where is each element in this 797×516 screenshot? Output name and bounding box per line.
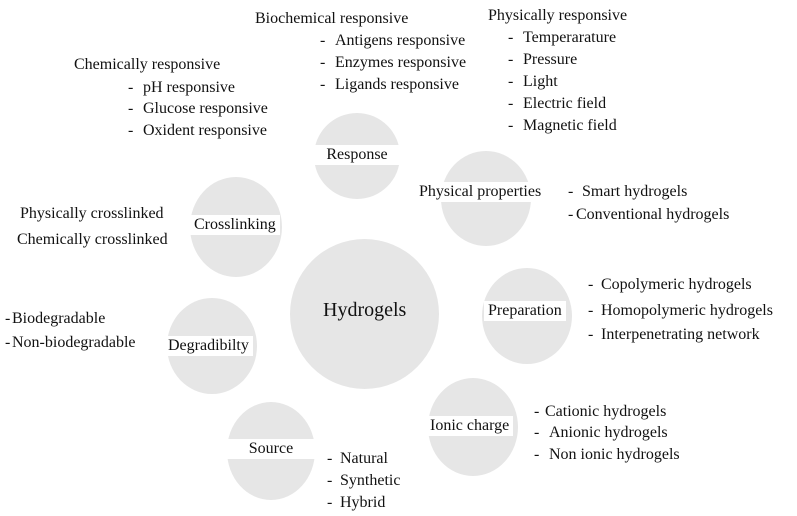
list-item-dash: -: [534, 403, 540, 420]
list-item: Natural: [340, 450, 388, 467]
list-item-dash: -: [128, 79, 134, 96]
list-item: pH responsive: [143, 79, 235, 96]
list-item-dash: -: [568, 183, 574, 200]
list-item-dash: -: [588, 276, 594, 293]
list-item: Glucose responsive: [143, 100, 268, 117]
list-item: Conventional hydrogels: [576, 206, 730, 223]
list-item: Homopolymeric hydrogels: [601, 302, 773, 319]
list-item-dash: -: [320, 76, 326, 93]
list-item: Non ionic hydrogels: [549, 446, 680, 463]
hydrogels-circle: [290, 239, 439, 389]
physically-responsive-title: Physically responsive: [488, 7, 628, 24]
list-item-dash: -: [588, 326, 594, 343]
list-item: Cationic hydrogels: [545, 403, 667, 420]
list-item: Synthetic: [340, 472, 401, 489]
response-label: Response: [314, 145, 400, 165]
list-item-dash: -: [508, 95, 514, 112]
list-item-dash: -: [508, 51, 514, 68]
list-item: Magnetic field: [523, 117, 617, 134]
list-item: Enzymes responsive: [335, 54, 467, 71]
degradability-label: Degradibilty: [164, 336, 253, 356]
list-item: Biodegradable: [12, 310, 106, 327]
list-item-dash: -: [508, 73, 514, 90]
crosslinking-label: Crosslinking: [190, 215, 280, 235]
list-item-dash: -: [327, 494, 333, 511]
list-item: Physically crosslinked: [20, 205, 164, 222]
preparation-label: Preparation: [484, 301, 566, 321]
list-item-dash: -: [5, 334, 11, 351]
list-item: Electric field: [523, 95, 607, 112]
list-item-dash: -: [5, 310, 11, 327]
list-item: Ligands responsive: [335, 76, 459, 93]
list-item-dash: -: [327, 472, 333, 489]
list-item: Hybrid: [340, 494, 386, 511]
list-item-dash: -: [568, 206, 574, 223]
list-item: Antigens responsive: [335, 32, 466, 49]
list-item: Interpenetrating network: [601, 326, 760, 343]
list-item: Light: [523, 73, 558, 90]
list-item: Non-biodegradable: [12, 334, 136, 351]
list-item: Copolymeric hydrogels: [601, 276, 752, 293]
list-item-dash: -: [508, 117, 514, 134]
hydrogels-label: Hydrogels: [323, 299, 407, 321]
list-item: Oxident responsive: [143, 122, 267, 139]
list-item-dash: -: [508, 29, 514, 46]
list-item: Anionic hydrogels: [549, 424, 668, 441]
source-label: Source: [227, 439, 315, 459]
list-item-dash: -: [128, 122, 134, 139]
list-item-dash: -: [534, 424, 540, 441]
biochemical-responsive-title: Biochemical responsive: [255, 10, 409, 27]
list-item-dash: -: [320, 32, 326, 49]
list-item-dash: -: [534, 446, 540, 463]
list-item: Pressure: [523, 51, 578, 68]
list-item-dash: -: [327, 450, 333, 467]
list-item-dash: -: [588, 302, 594, 319]
ionic-charge-label: Ionic charge: [426, 416, 514, 436]
list-item-dash: -: [128, 100, 134, 117]
list-item-dash: -: [320, 54, 326, 71]
physical-properties-label: Physical properties: [413, 182, 548, 202]
list-item: Temperarature: [523, 29, 617, 46]
list-item: Chemically crosslinked: [17, 231, 168, 248]
list-item: Smart hydrogels: [582, 183, 688, 200]
chemically-responsive-title: Chemically responsive: [74, 56, 221, 73]
